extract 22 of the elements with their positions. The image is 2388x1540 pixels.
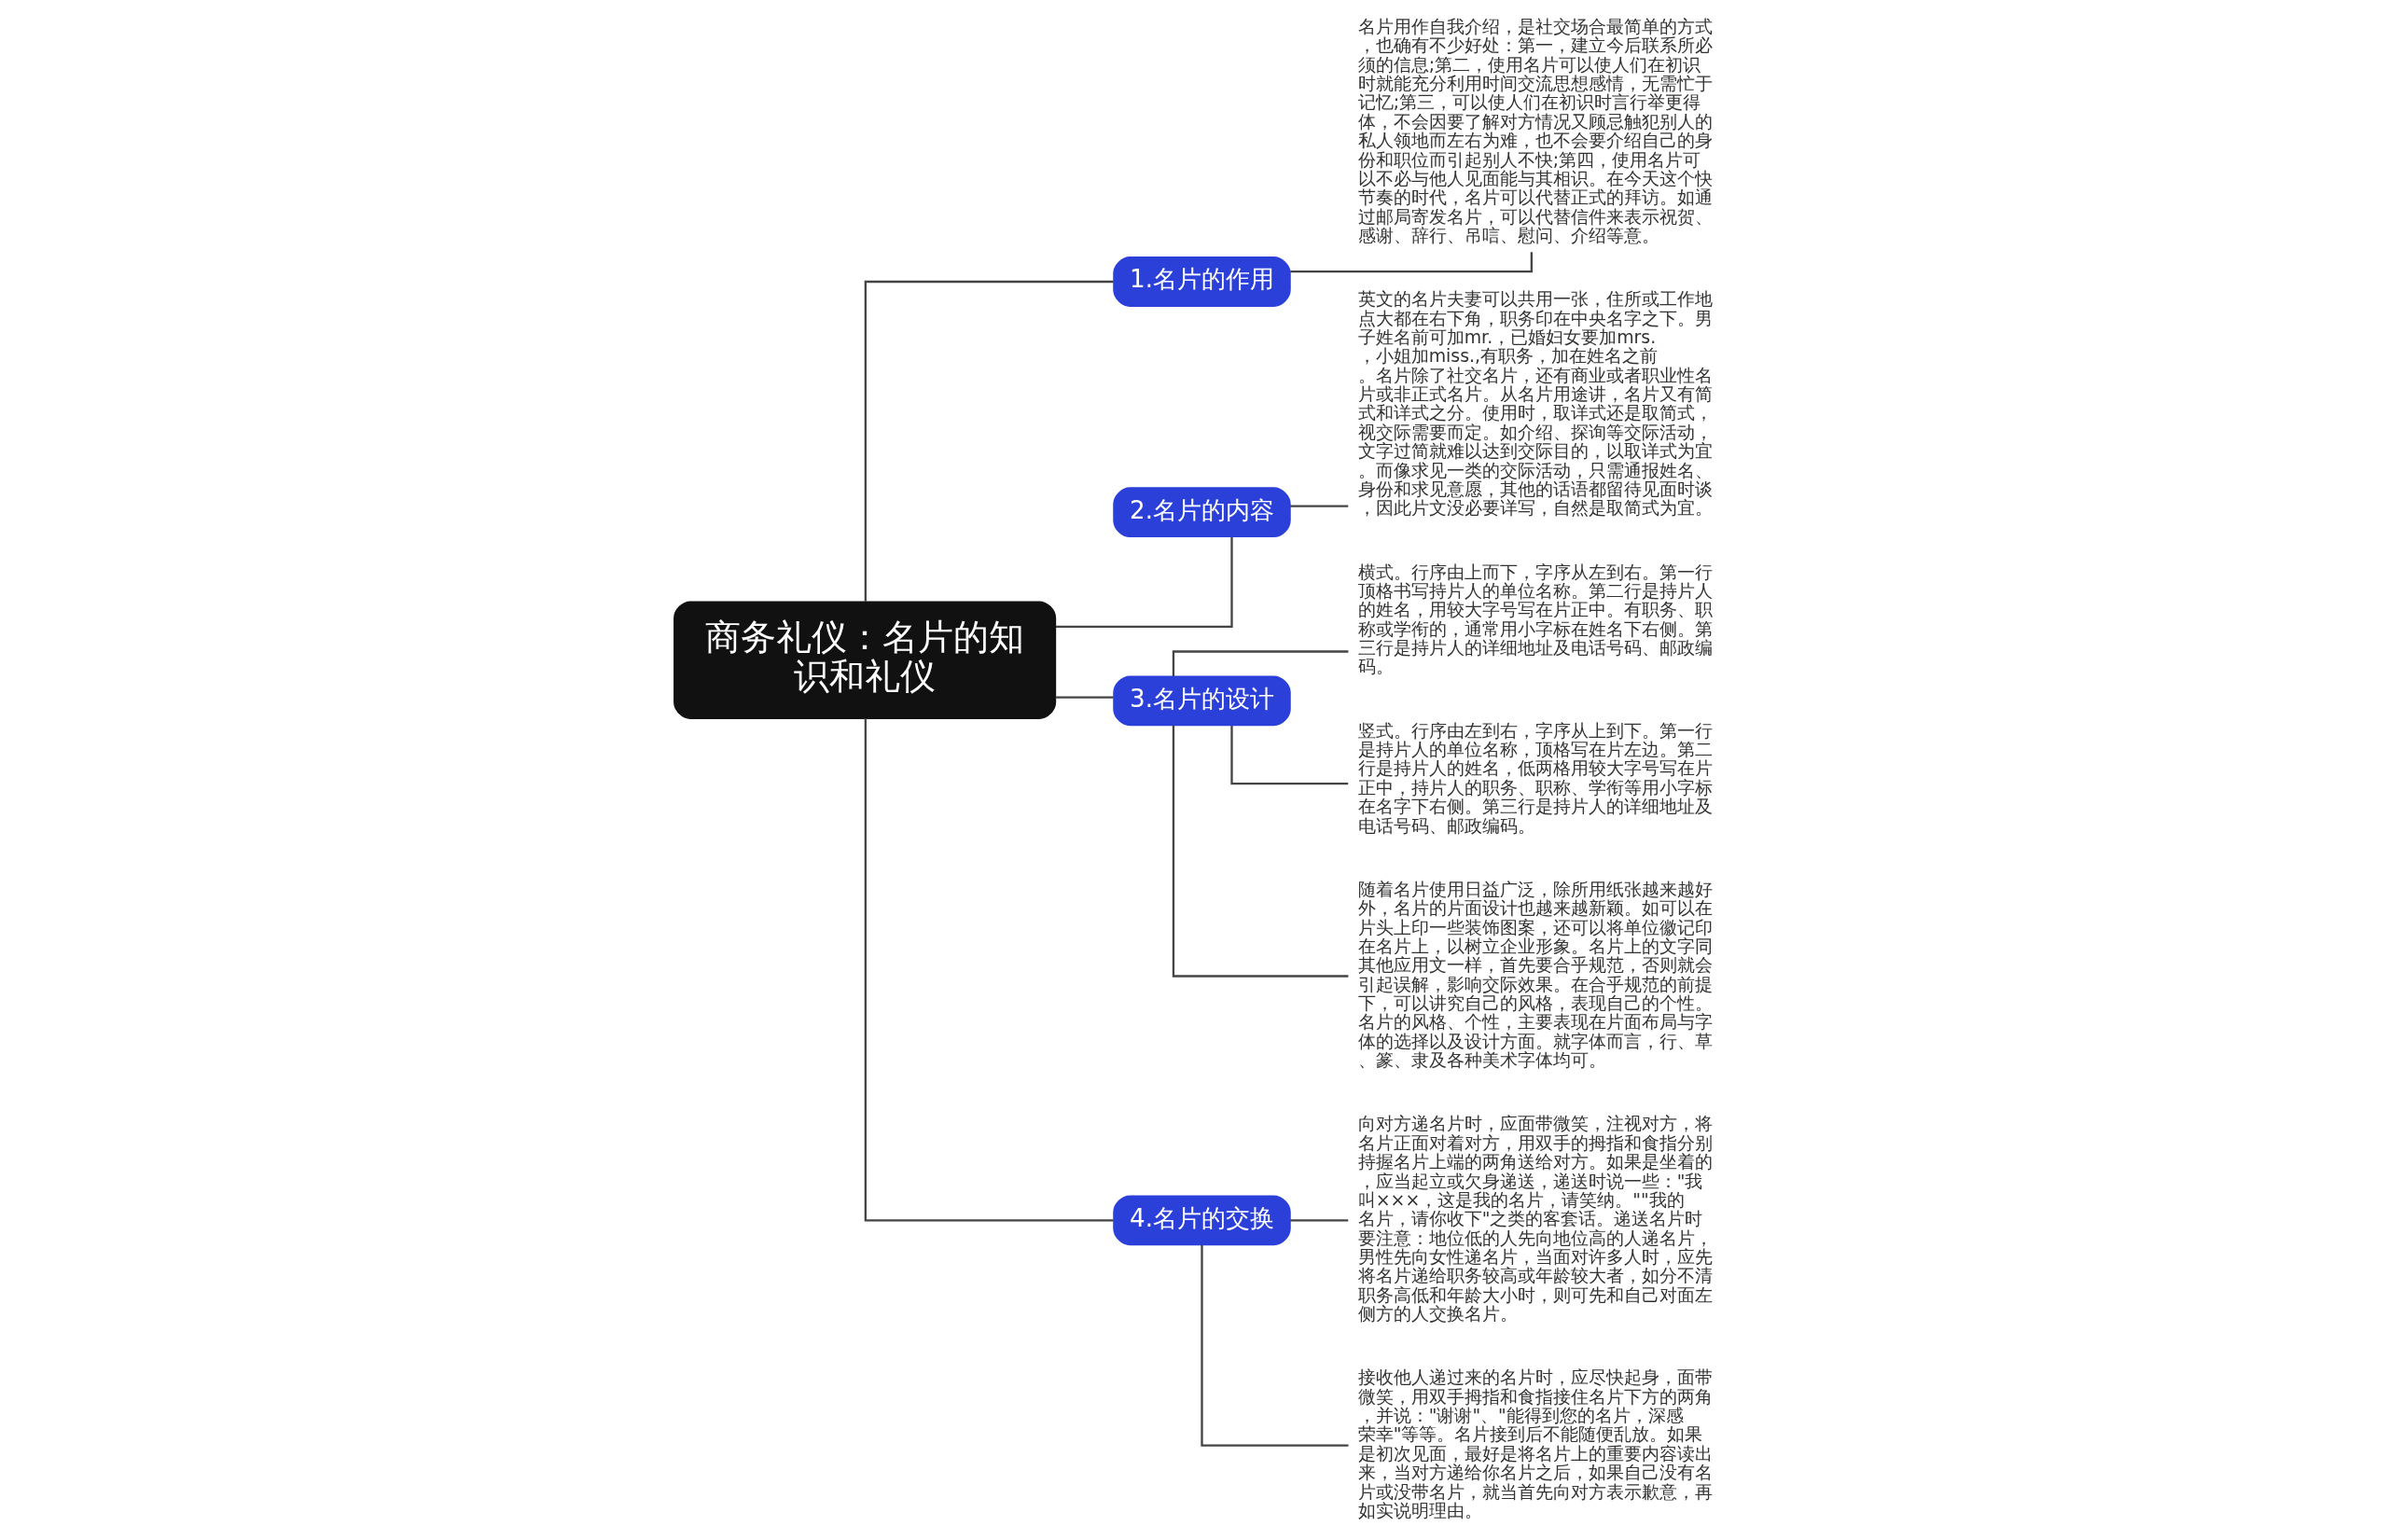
connector [1172, 650, 1348, 676]
connector [1055, 536, 1233, 628]
connector [1055, 696, 1114, 699]
node-box: 3.名片的设计 [1112, 675, 1291, 727]
connector [864, 718, 1114, 1222]
node-box: 1.名片的作用 [1112, 257, 1291, 307]
node-box: 4.名片的交换 [1112, 1195, 1291, 1246]
node-box: 商务礼仪：名片的知识和礼仪 [673, 601, 1056, 719]
node-text: 英文的名片夫妻可以共用一张，住所或工作地点大都在右下角，职务印在中央名字之下。男子姓名前可加mr.，已婚妇女要加mrs.，小姐加miss.,有职务，加在姓名之前。名片除了社交名片，还有商业或者职业性名片或非正式名片。从名片用途讲，名片又有简式和详式之分。使用时，取详式还是取简式，视交际需要而定。如介绍、探询等交际活动，文字过简就难以达到交际目的，以取详式为宜。而像求见一类的交际活动，只需通报姓名、身份和求见意愿，其他的话语都留待见面时谈，因此片文没必要详写，自然是取简式为宜。 [1357, 288, 1713, 519]
node-text: 横式。行序由上而下，字序从左到右。第一行顶格书写持片人的单位名称。第二行是持片人的姓名，用较大字号写在片正中。有职务、职称或学衔的，通常用小字标在姓名下右侧。第三行是持片人的详细地址及电话号码、邮政编码。 [1357, 561, 1713, 677]
node-text: 名片用作自我介绍，是社交场合最简单的方式，也确有不少好处：第一，建立今后联系所必须的信息;第二，使用名片可以使人们在初识时就能充分利用时间交流思想感情，无需忙于记忆;第三，可以使人们在初识时言行举更得体，不会因要了解对方情况又顾忌触犯别人的私人领地而左右为难，也不会要介绍自己的身份和职位而引起别人不快;第四，使用名片可以不必与他人见面能与其相识。在今天这个快节奏的时代，名片可以代替正式的拜访。如通过邮局寄发名片，可以代替信件来表示祝贺、感谢、辞行、吊唁、慰问、介绍等意。 [1357, 16, 1713, 245]
connector [1289, 505, 1348, 507]
connector [1200, 1244, 1349, 1447]
node-text: 接收他人递过来的名片时，应尽快起身，面带微笑，用双手拇指和食指接住名片下方的两角，并说："谢谢"、"能得到您的名片，深感荣幸"等等。名片接到后不能随便乱放。如果是初次见面，最好是将名片上的重要内容读出来，当对方递给你名片之后，如果自己没有名片或没带名片，就当首先向对方表示歉意，再如实说明理由。 [1357, 1367, 1713, 1520]
connector [1229, 725, 1348, 785]
node-box: 2.名片的内容 [1112, 487, 1291, 538]
connector [1289, 1219, 1348, 1222]
node-text: 向对方递名片时，应面带微笑，注视对方，将名片正面对着对方，用双手的拇指和食指分别持握名片上端的两角送给对方。如果是坐着的，应当起立或欠身递送，递送时说一些："我叫×××，这是我的名片，请笑纳。""我的名片，请你收下"之类的客套话。递送名片时要注意：地位低的人先向地位高的人递名片，男性先向女性递名片，当面对许多人时，应先将名片递给职务较高或年龄较大者，如分不清职务高低和年龄大小时，则可先和自己对面左侧方的人交换名片。 [1357, 1113, 1713, 1325]
node-text: 竖式。行序由左到右，字序从上到下。第一行是持片人的单位名称，顶格写在片左边。第二行是持片人的姓名，低两格用较大字号写在片正中，持片人的职务、职称、学衔等用小字标在名字下右侧。第三行是持片人的详细地址及电话号码、邮政编码。 [1357, 719, 1713, 836]
connector [1172, 725, 1348, 978]
node-text: 随着名片使用日益广泛，除所用纸张越来越好外，名片的片面设计也越来越新颖。如可以在片头上印一些装饰图案，还可以将单位徽记印在名片上，以树立企业形象。名片上的文字同其他应用文一样，首先要合乎规范，否则就会引起误解，影响交际效果。在合乎规范的前提下，可以讲究自己的风格，表现自己的个性。名片的风格、个性，主要表现在片面布局与字体的选择以及设计方面。就字体而言，行、草、篆、隶及各种美术字体均可。 [1357, 878, 1713, 1071]
connector [864, 280, 1114, 602]
